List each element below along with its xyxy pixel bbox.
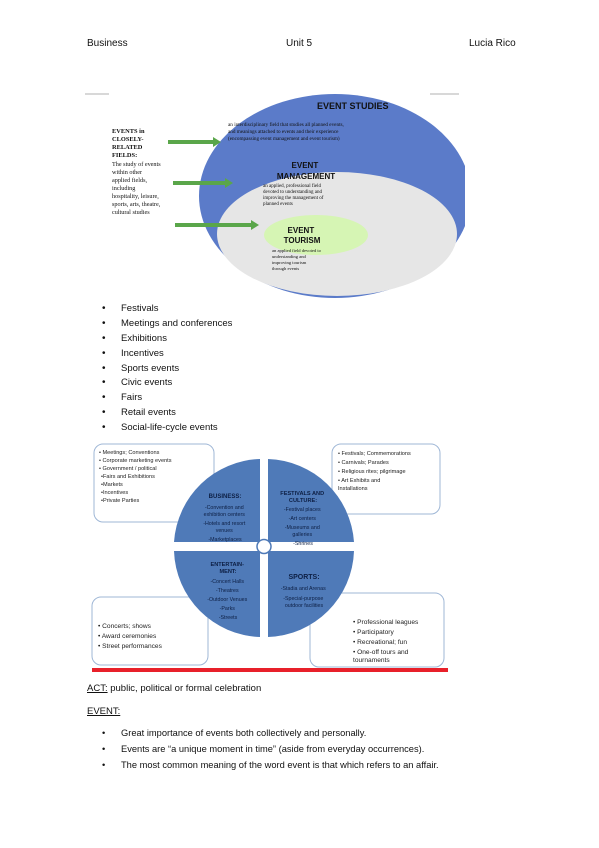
related-fields-desc: The study of events within other applied… xyxy=(112,161,162,216)
business-venues: -Convention and exhibition centers -Hote… xyxy=(203,505,247,543)
bottom-left-box xyxy=(91,596,209,666)
event-label: EVENT: xyxy=(87,706,121,717)
list-item: Retail events xyxy=(102,406,232,421)
act-definition: ACT: public, political or formal celebra… xyxy=(87,683,261,694)
list-item: Great importance of events both collecti… xyxy=(102,725,439,741)
quadrant-business xyxy=(174,459,260,542)
sports-venues: -Stadia and Arenas -Special-purpose outd… xyxy=(281,586,328,609)
list-item: Incentives xyxy=(102,347,232,362)
event-management-desc: an applied, professional field devoted t… xyxy=(263,184,325,207)
list-item: Exhibitions xyxy=(102,332,232,347)
entertainment-title: ENTERTAIN- MENT: xyxy=(210,562,245,575)
list-item: Meetings and conferences xyxy=(102,317,232,332)
festivals-venues: -Festival places -Art centers -Museums a… xyxy=(284,507,322,547)
event-studies-desc: an interdisciplinary field that studies … xyxy=(228,121,345,142)
event-tourism-ellipse xyxy=(264,215,368,255)
arrows xyxy=(168,137,259,230)
quadrant-festivals xyxy=(268,459,354,542)
business-title: BUSINESS: xyxy=(209,494,242,500)
arrow-to-studies xyxy=(168,137,221,147)
top-right-box xyxy=(331,443,441,515)
list-item: The most common meaning of the word even… xyxy=(102,757,439,773)
arrow-to-management xyxy=(173,178,233,188)
list-item: Social-life-cycle events xyxy=(102,421,232,436)
event-studies-title: EVENT STUDIES xyxy=(317,101,389,111)
list-item: Festivals xyxy=(102,302,232,317)
event-venues-diagram: • Meetings; Conventions • Corporate mark… xyxy=(91,443,448,672)
top-right-box-text: • Festivals; Commemorations • Carnivals;… xyxy=(338,451,412,492)
red-bar xyxy=(92,668,448,672)
arrow-to-tourism xyxy=(175,220,259,230)
bottom-left-box-text: • Concerts; shows • Award ceremonies • S… xyxy=(98,623,163,650)
list-item: Sports events xyxy=(102,362,232,377)
list-item: Civic events xyxy=(102,376,232,391)
act-text: public, political or formal celebration xyxy=(107,683,262,694)
related-fields-title: EVENTS in CLOSELY- RELATED FIELDS: xyxy=(112,128,146,159)
event-management-title: EVENT MANAGEMENT xyxy=(277,161,335,181)
event-notes-list: Great importance of events both collecti… xyxy=(102,725,439,773)
list-item: Events are “a unique moment in time” (as… xyxy=(102,741,439,757)
list-item: Fairs xyxy=(102,391,232,406)
entertainment-venues: -Concert Halls -Theatres -Outdoor Venues… xyxy=(207,579,249,621)
bottom-right-box xyxy=(309,592,445,668)
event-tourism-desc: an applied field devoted to understandin… xyxy=(272,248,322,271)
event-studies-diagram: EVENT STUDIES an interdisciplinary field… xyxy=(85,93,465,298)
act-label: ACT: xyxy=(87,683,108,694)
quadrant-sports xyxy=(268,551,354,637)
festivals-title: FESTIVALS AND CULTURE: xyxy=(280,491,325,504)
header-center: Unit 5 xyxy=(286,38,313,49)
header-left: Business xyxy=(87,38,128,49)
bottom-right-box-text: • Professional leagues • Participatory •… xyxy=(353,619,420,664)
top-left-box-text: • Meetings; Conventions • Corporate mark… xyxy=(99,450,173,504)
quadrant-entertainment xyxy=(174,551,260,637)
sports-title: SPORTS: xyxy=(288,574,319,581)
event-tourism-title: EVENT TOURISM xyxy=(284,226,321,245)
event-types-list: Festivals Meetings and conferences Exhib… xyxy=(102,302,232,436)
header-right: Lucia Rico xyxy=(469,38,516,49)
center-circle-icon xyxy=(256,538,272,555)
